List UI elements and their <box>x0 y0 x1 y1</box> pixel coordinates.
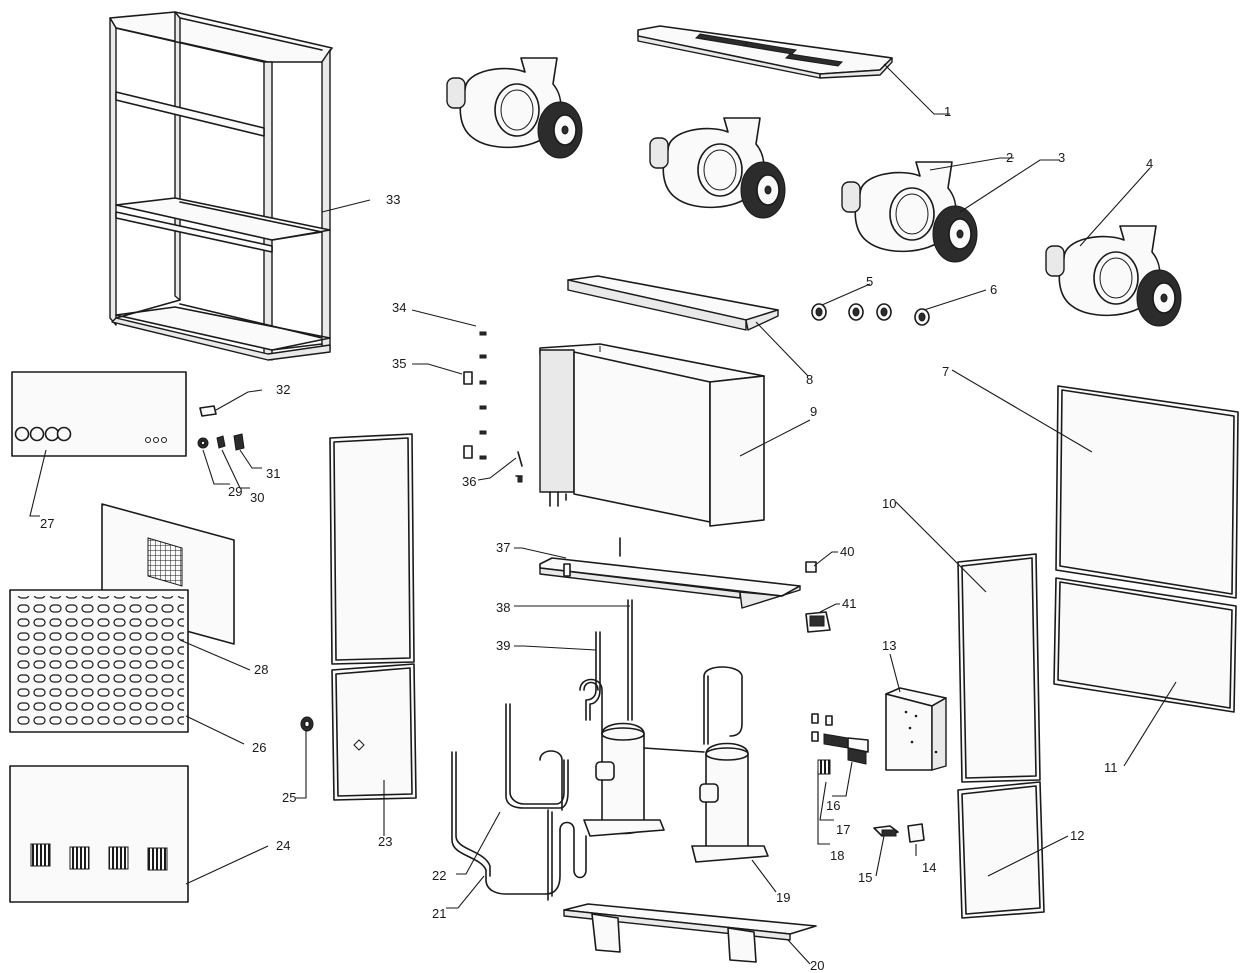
callout-35: 35 <box>392 356 406 371</box>
callout-6: 6 <box>990 282 997 297</box>
callout-labels: 1 2 3 4 5 6 7 8 9 10 11 12 13 14 15 16 1… <box>40 104 1153 973</box>
callout-13: 13 <box>882 638 896 653</box>
screw-fittings <box>463 331 523 483</box>
callout-8: 8 <box>806 372 813 387</box>
callout-21: 21 <box>432 906 446 921</box>
callout-2: 2 <box>1006 150 1013 165</box>
leader-lines <box>29 63 1177 965</box>
callout-41: 41 <box>842 596 856 611</box>
large-side-panels <box>1053 385 1239 713</box>
copper-pipe-assembly <box>451 703 587 901</box>
compressor-right <box>643 666 769 863</box>
callout-27: 27 <box>40 516 54 531</box>
right-side-panels <box>957 553 1045 919</box>
grille-panel-part <box>9 589 189 733</box>
ring-grommets <box>811 303 930 326</box>
callout-40: 40 <box>840 544 854 559</box>
callout-28: 28 <box>254 662 268 677</box>
coil-part <box>539 343 765 527</box>
callout-14: 14 <box>922 860 936 875</box>
callout-1: 1 <box>944 104 951 119</box>
callout-17: 17 <box>836 822 850 837</box>
drain-tray-part <box>539 537 801 609</box>
callout-26: 26 <box>252 740 266 755</box>
callout-12: 12 <box>1070 828 1084 843</box>
callout-36: 36 <box>462 474 476 489</box>
callout-11: 11 <box>1104 760 1118 775</box>
callout-9: 9 <box>810 404 817 419</box>
callout-3: 3 <box>1058 150 1065 165</box>
callout-23: 23 <box>378 834 392 849</box>
compressor-left <box>579 678 665 837</box>
callout-29: 29 <box>228 484 242 499</box>
blower-fan-b <box>649 117 786 219</box>
control-panel-part <box>11 371 187 457</box>
callout-18: 18 <box>830 848 844 863</box>
callout-20: 20 <box>810 958 824 973</box>
callout-7: 7 <box>942 364 949 379</box>
blower-fan-c <box>841 161 978 263</box>
base-bracket-part <box>563 903 817 963</box>
callout-37: 37 <box>496 540 510 555</box>
callout-34: 34 <box>392 300 406 315</box>
top-plate-part <box>637 25 893 79</box>
callout-15: 15 <box>858 870 872 885</box>
relay-components <box>811 713 869 775</box>
small-electrical-parts <box>805 561 831 633</box>
callout-33: 33 <box>386 192 400 207</box>
callout-31: 31 <box>266 466 280 481</box>
callout-16: 16 <box>826 798 840 813</box>
vertical-pipes <box>585 599 633 721</box>
callout-24: 24 <box>276 838 290 853</box>
callout-25: 25 <box>282 790 296 805</box>
terminal-parts <box>873 823 925 843</box>
switch-and-knobs <box>197 405 245 451</box>
frame-part <box>109 11 333 361</box>
callout-19: 19 <box>776 890 790 905</box>
callout-39: 39 <box>496 638 510 653</box>
blower-fan-a <box>446 57 583 159</box>
louver-panel-part <box>9 765 189 903</box>
grommet-part <box>300 716 314 732</box>
electric-box-part <box>885 687 947 771</box>
callout-10: 10 <box>882 496 896 511</box>
callout-4: 4 <box>1146 156 1153 171</box>
callout-30: 30 <box>250 490 264 505</box>
blower-fan-d <box>1045 225 1182 327</box>
side-door-part <box>329 433 417 801</box>
callout-22: 22 <box>432 868 446 883</box>
callout-5: 5 <box>866 274 873 289</box>
bracket-plate-part <box>567 275 779 331</box>
callout-38: 38 <box>496 600 510 615</box>
callout-32: 32 <box>276 382 290 397</box>
